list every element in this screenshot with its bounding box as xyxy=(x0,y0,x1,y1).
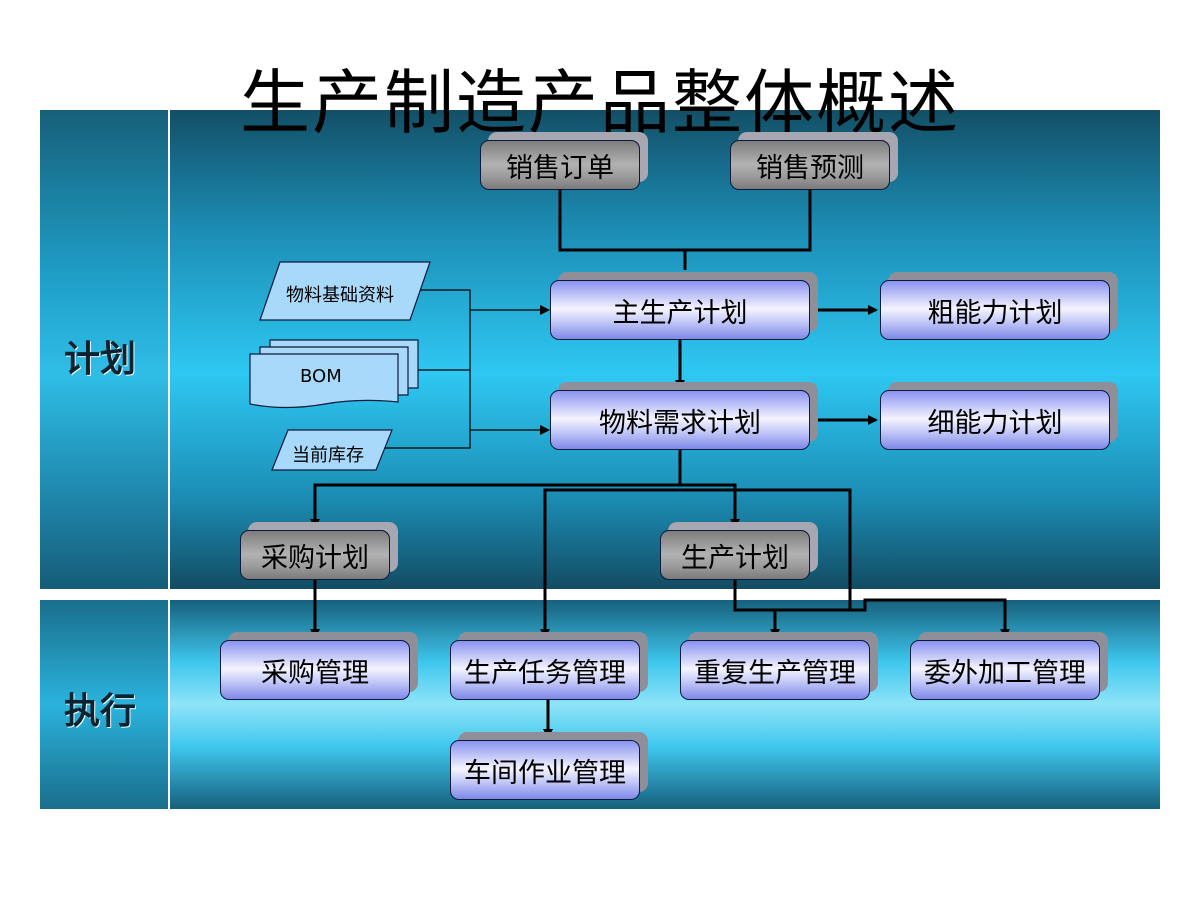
sales-merge-connector xyxy=(558,190,812,270)
execute-section-area xyxy=(170,600,1160,809)
mrp-node: 物料需求计划 xyxy=(550,390,810,450)
page-title: 生产制造产品整体概述 xyxy=(240,62,960,144)
sales-order-node: 销售订单 xyxy=(480,140,640,190)
mrp-distribution-connectors xyxy=(310,450,1010,640)
detailed-capacity-node: 细能力计划 xyxy=(880,390,1110,450)
purchase-mgmt-node: 采购管理 xyxy=(220,640,410,700)
plan-section-sidebar xyxy=(40,110,168,589)
current-inventory-shape xyxy=(271,429,393,471)
bom-label: BOM xyxy=(300,366,342,387)
shop-floor-mgmt-node: 车间作业管理 xyxy=(450,740,640,800)
outsourcing-mgmt-node: 委外加工管理 xyxy=(910,640,1100,700)
current-inventory-label: 当前库存 xyxy=(292,445,364,466)
sales-forecast-node: 销售预测 xyxy=(730,140,890,190)
plan-section-label: 计划 xyxy=(64,339,137,380)
production-task-mgmt-node: 生产任务管理 xyxy=(450,640,640,700)
purchase-plan-node: 采购计划 xyxy=(240,530,390,580)
execute-section-label: 执行 xyxy=(64,691,137,732)
bom-document-stack xyxy=(249,339,419,409)
mps-node: 主生产计划 xyxy=(550,280,810,340)
execute-section-sidebar xyxy=(40,600,168,809)
repetitive-production-mgmt-node: 重复生产管理 xyxy=(680,640,870,700)
material-master-shape xyxy=(259,261,431,321)
production-plan-node: 生产计划 xyxy=(660,530,810,580)
rough-capacity-node: 粗能力计划 xyxy=(880,280,1110,340)
material-master-label: 物料基础资料 xyxy=(286,285,394,306)
input-connectors xyxy=(380,289,550,449)
